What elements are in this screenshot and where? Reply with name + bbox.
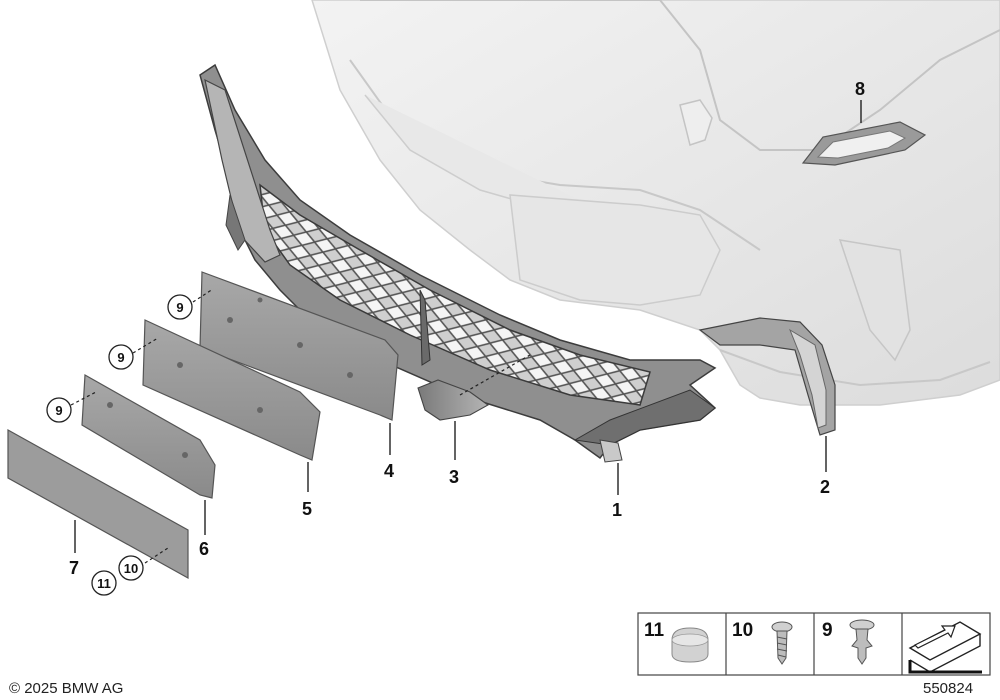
expanding-rivet-icon (849, 619, 875, 665)
callout-3: 3 (449, 467, 459, 487)
callout-2: 2 (820, 477, 830, 497)
part-1-grille[interactable] (199, 63, 717, 463)
leader-lines (70, 100, 862, 564)
part-2-side-trim[interactable] (698, 317, 836, 436)
svg-text:9: 9 (176, 300, 183, 315)
callout-4: 4 (384, 461, 394, 481)
cap-icon (671, 627, 709, 663)
document-arrow-icon (908, 621, 982, 674)
legend-item-10[interactable]: 10 (732, 620, 793, 665)
front-bumper-ghost (311, 0, 1000, 406)
screw-icon (771, 621, 793, 665)
legend-item-11[interactable]: 11 (644, 620, 709, 663)
diagram-id: 550824 (923, 680, 973, 697)
svg-text:11: 11 (97, 576, 111, 591)
callout-1: 1 (612, 500, 622, 520)
callout-5: 5 (302, 499, 312, 519)
svg-text:9: 9 (117, 350, 124, 365)
callout-9-top: 9 (167, 294, 193, 320)
callout-9-middle: 9 (108, 344, 134, 370)
part-7-license-plate[interactable] (7, 428, 189, 580)
callout-11: 11 (91, 570, 117, 596)
part-8-trim[interactable] (801, 121, 927, 166)
svg-text:10: 10 (732, 620, 753, 641)
callout-10: 10 (118, 555, 144, 581)
part-3-bracket[interactable] (417, 379, 490, 421)
svg-text:10: 10 (124, 561, 138, 576)
callout-9-bottom: 9 (46, 397, 72, 423)
callout-8: 8 (855, 79, 865, 99)
legend-item-document[interactable] (908, 621, 982, 674)
copyright-text: © 2025 BMW AG (9, 680, 123, 697)
part-5-plate-bracket[interactable] (142, 319, 321, 461)
callout-7: 7 (69, 558, 79, 578)
fastener-legend: 11 10 9 (637, 612, 991, 676)
callout-6: 6 (199, 539, 209, 559)
svg-text:9: 9 (822, 620, 833, 641)
part-6-plate-bracket[interactable] (81, 374, 216, 499)
svg-text:11: 11 (644, 620, 665, 641)
legend-item-9[interactable]: 9 (822, 619, 875, 665)
svg-text:9: 9 (55, 403, 62, 418)
